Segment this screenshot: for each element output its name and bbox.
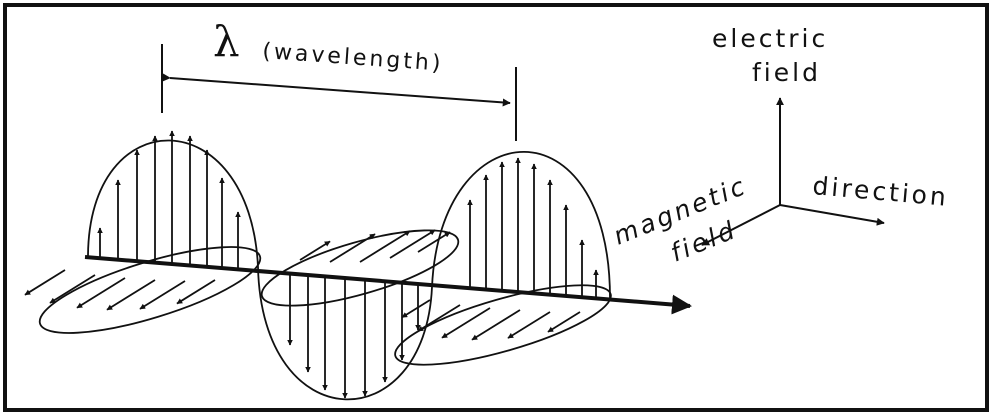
axes-legend: electric field direction magnetic field — [609, 24, 950, 268]
wavelength-marker: λ (wavelength) — [161, 17, 517, 141]
magnetic-vector — [547, 311, 581, 333]
magnetic-vector — [417, 304, 461, 332]
magnetic-field-wave — [24, 229, 612, 366]
magnetic-vector — [139, 280, 186, 310]
direction-axis — [779, 204, 885, 226]
magnetic-vector — [417, 231, 451, 253]
propagation-axis — [84, 255, 692, 315]
magnetic-lobe-2 — [260, 229, 460, 307]
magnetic-vector — [507, 311, 551, 339]
magnetic-vector — [49, 274, 96, 304]
wavelength-arrow — [162, 73, 511, 107]
wavelength-label: (wavelength) — [262, 39, 445, 77]
magnetic-vector — [106, 279, 156, 311]
magnetic-vector — [76, 277, 126, 309]
electric-vectors — [97, 130, 599, 399]
direction-label: direction — [811, 171, 950, 212]
magnetic-vector — [471, 309, 521, 341]
magnetic-vector — [359, 230, 411, 263]
magnetic-vector — [329, 233, 376, 263]
magnetic-vector — [401, 299, 431, 319]
magnetic-vector — [299, 240, 331, 261]
diagram-frame — [3, 3, 989, 412]
magnetic-vector — [24, 269, 66, 296]
electric-lobe-1 — [87, 139, 259, 268]
magnetic-vector — [441, 307, 491, 339]
electric-lobe-2 — [257, 266, 433, 401]
magnetic-field-axis — [701, 204, 781, 246]
electric-field-label-line2: field — [752, 58, 821, 87]
magnetic-lobe-1 — [38, 246, 262, 334]
magnetic-vector — [176, 279, 216, 305]
electric-field-label-line1: electric — [712, 24, 828, 53]
magnetic-vector — [389, 229, 436, 259]
electric-field-wave — [87, 130, 611, 401]
wavelength-symbol: λ — [213, 17, 240, 66]
magnetic-vectors — [24, 229, 581, 341]
electric-lobe-3 — [431, 150, 611, 299]
